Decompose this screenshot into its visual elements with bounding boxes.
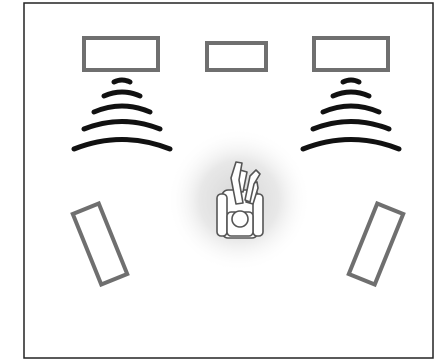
- person-in-armchair-icon: [216, 161, 264, 239]
- sound-wave-arc: [81, 119, 163, 132]
- sound-wave-arc: [300, 137, 402, 152]
- surround-right-speaker: [346, 200, 406, 288]
- front-left-speaker: [82, 36, 160, 72]
- sound-wave-arc: [111, 77, 133, 85]
- center-speaker: [205, 41, 268, 72]
- surround-left-speaker: [70, 200, 130, 288]
- sound-waves-left: [71, 77, 173, 152]
- sound-wave-arc: [101, 89, 143, 99]
- sound-wave-arc: [310, 119, 392, 132]
- sound-waves-right: [300, 77, 402, 152]
- sound-wave-arc: [91, 103, 153, 115]
- sound-wave-arc: [320, 103, 382, 115]
- sound-wave-arc: [330, 89, 372, 99]
- sound-wave-arc: [340, 77, 362, 85]
- front-right-speaker: [312, 36, 390, 72]
- sound-wave-arc: [71, 137, 173, 152]
